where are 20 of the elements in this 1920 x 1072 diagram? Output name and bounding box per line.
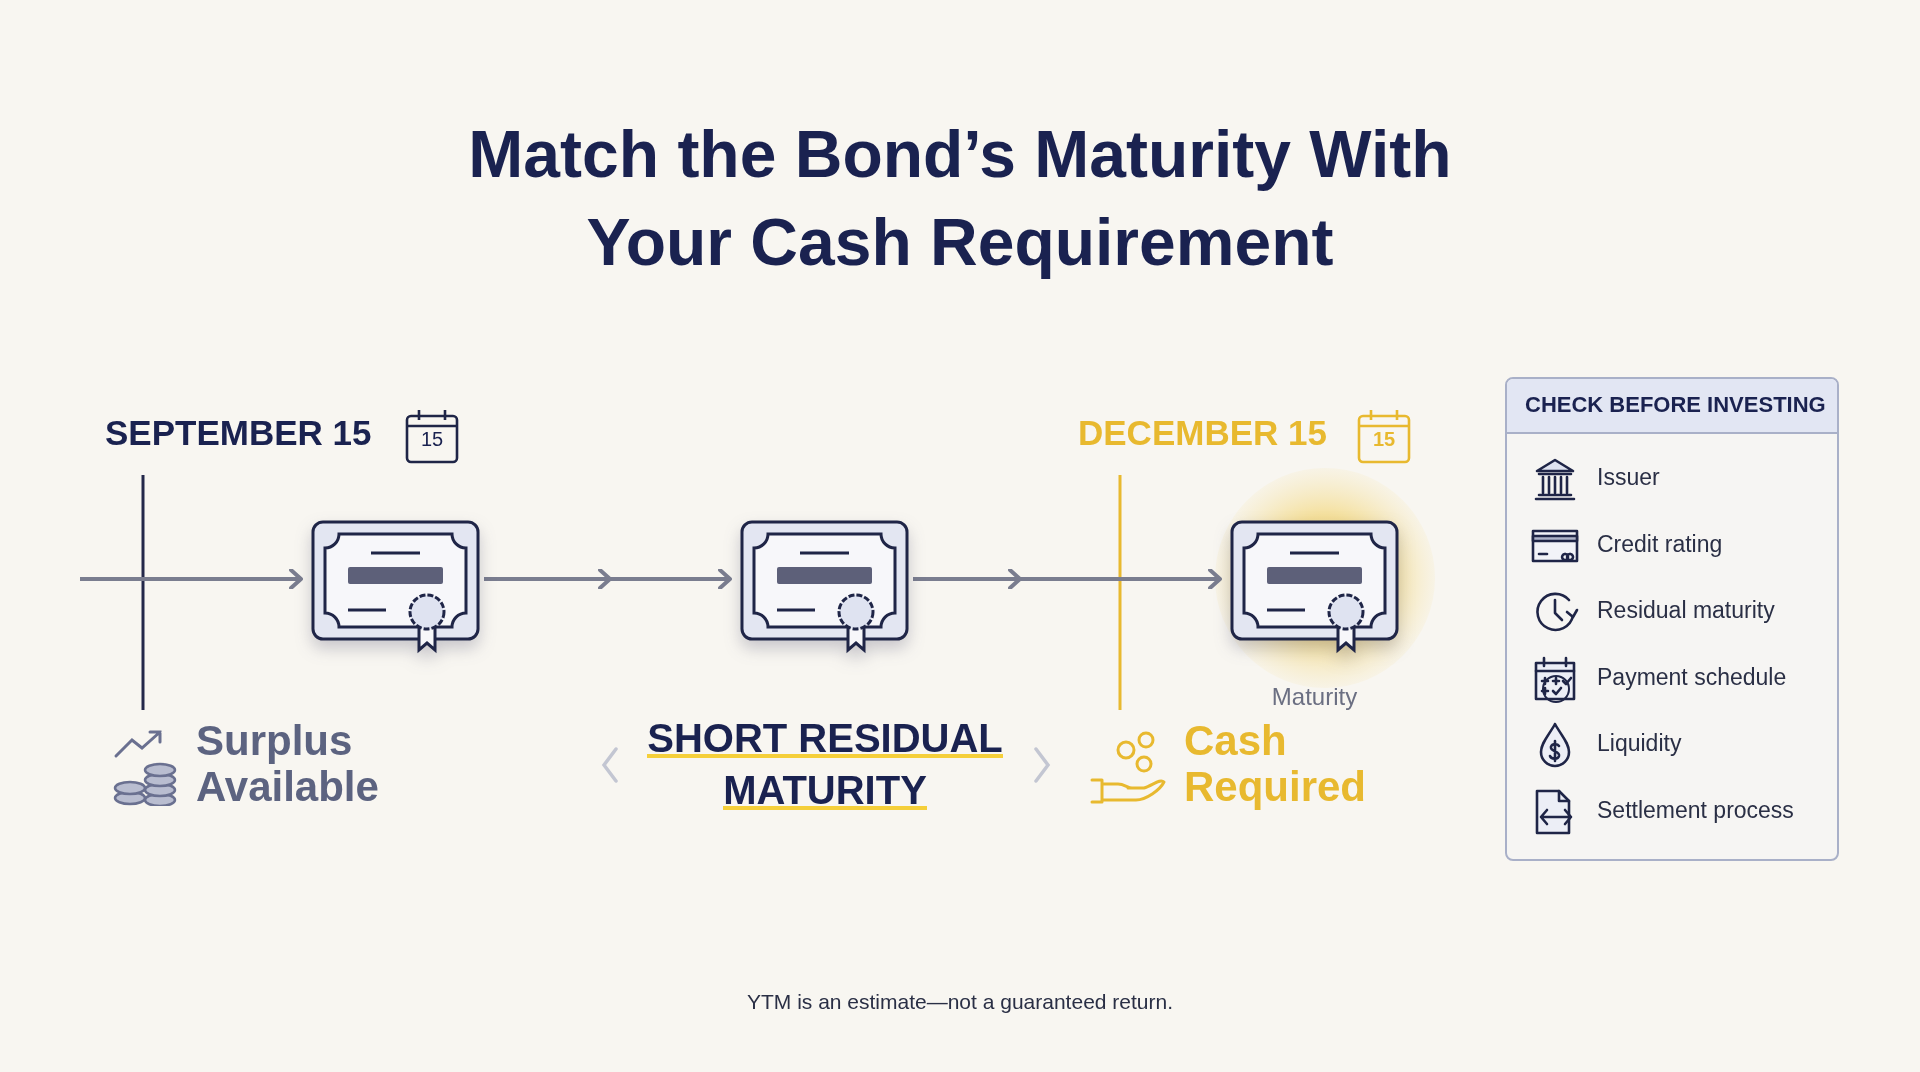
date-label: SEPTEMBER 15 [105,412,373,454]
footnote: YTM is an estimate—not a guaranteed return. [745,990,1175,1014]
arrow [484,569,732,589]
checklist-item: Credit rating [1597,530,1723,558]
checklist-item: Settlement process [1597,796,1794,824]
status-label: Cash Required [1184,718,1368,810]
checklist-panel [1505,377,1839,861]
date-label: DECEMBER 15 [1078,412,1328,454]
checklist-item: Liquidity [1597,730,1682,757]
checklist-item: Residual maturity [1597,597,1775,624]
panel-heading: CHECK BEFORE INVESTING [1525,392,1826,418]
title: Match the Bond’s Maturity With Your Cash Requirement [467,116,1453,281]
node-caption: Maturity [1270,683,1359,711]
arrow [913,569,1222,589]
calendar-day: 15 [1359,427,1409,451]
checklist-item: Payment schedule [1597,663,1787,691]
status-label: Surplus Available [196,718,380,810]
calendar-day: 15 [407,427,457,451]
arrow [80,568,303,590]
checklist-item: Issuer [1597,464,1660,491]
